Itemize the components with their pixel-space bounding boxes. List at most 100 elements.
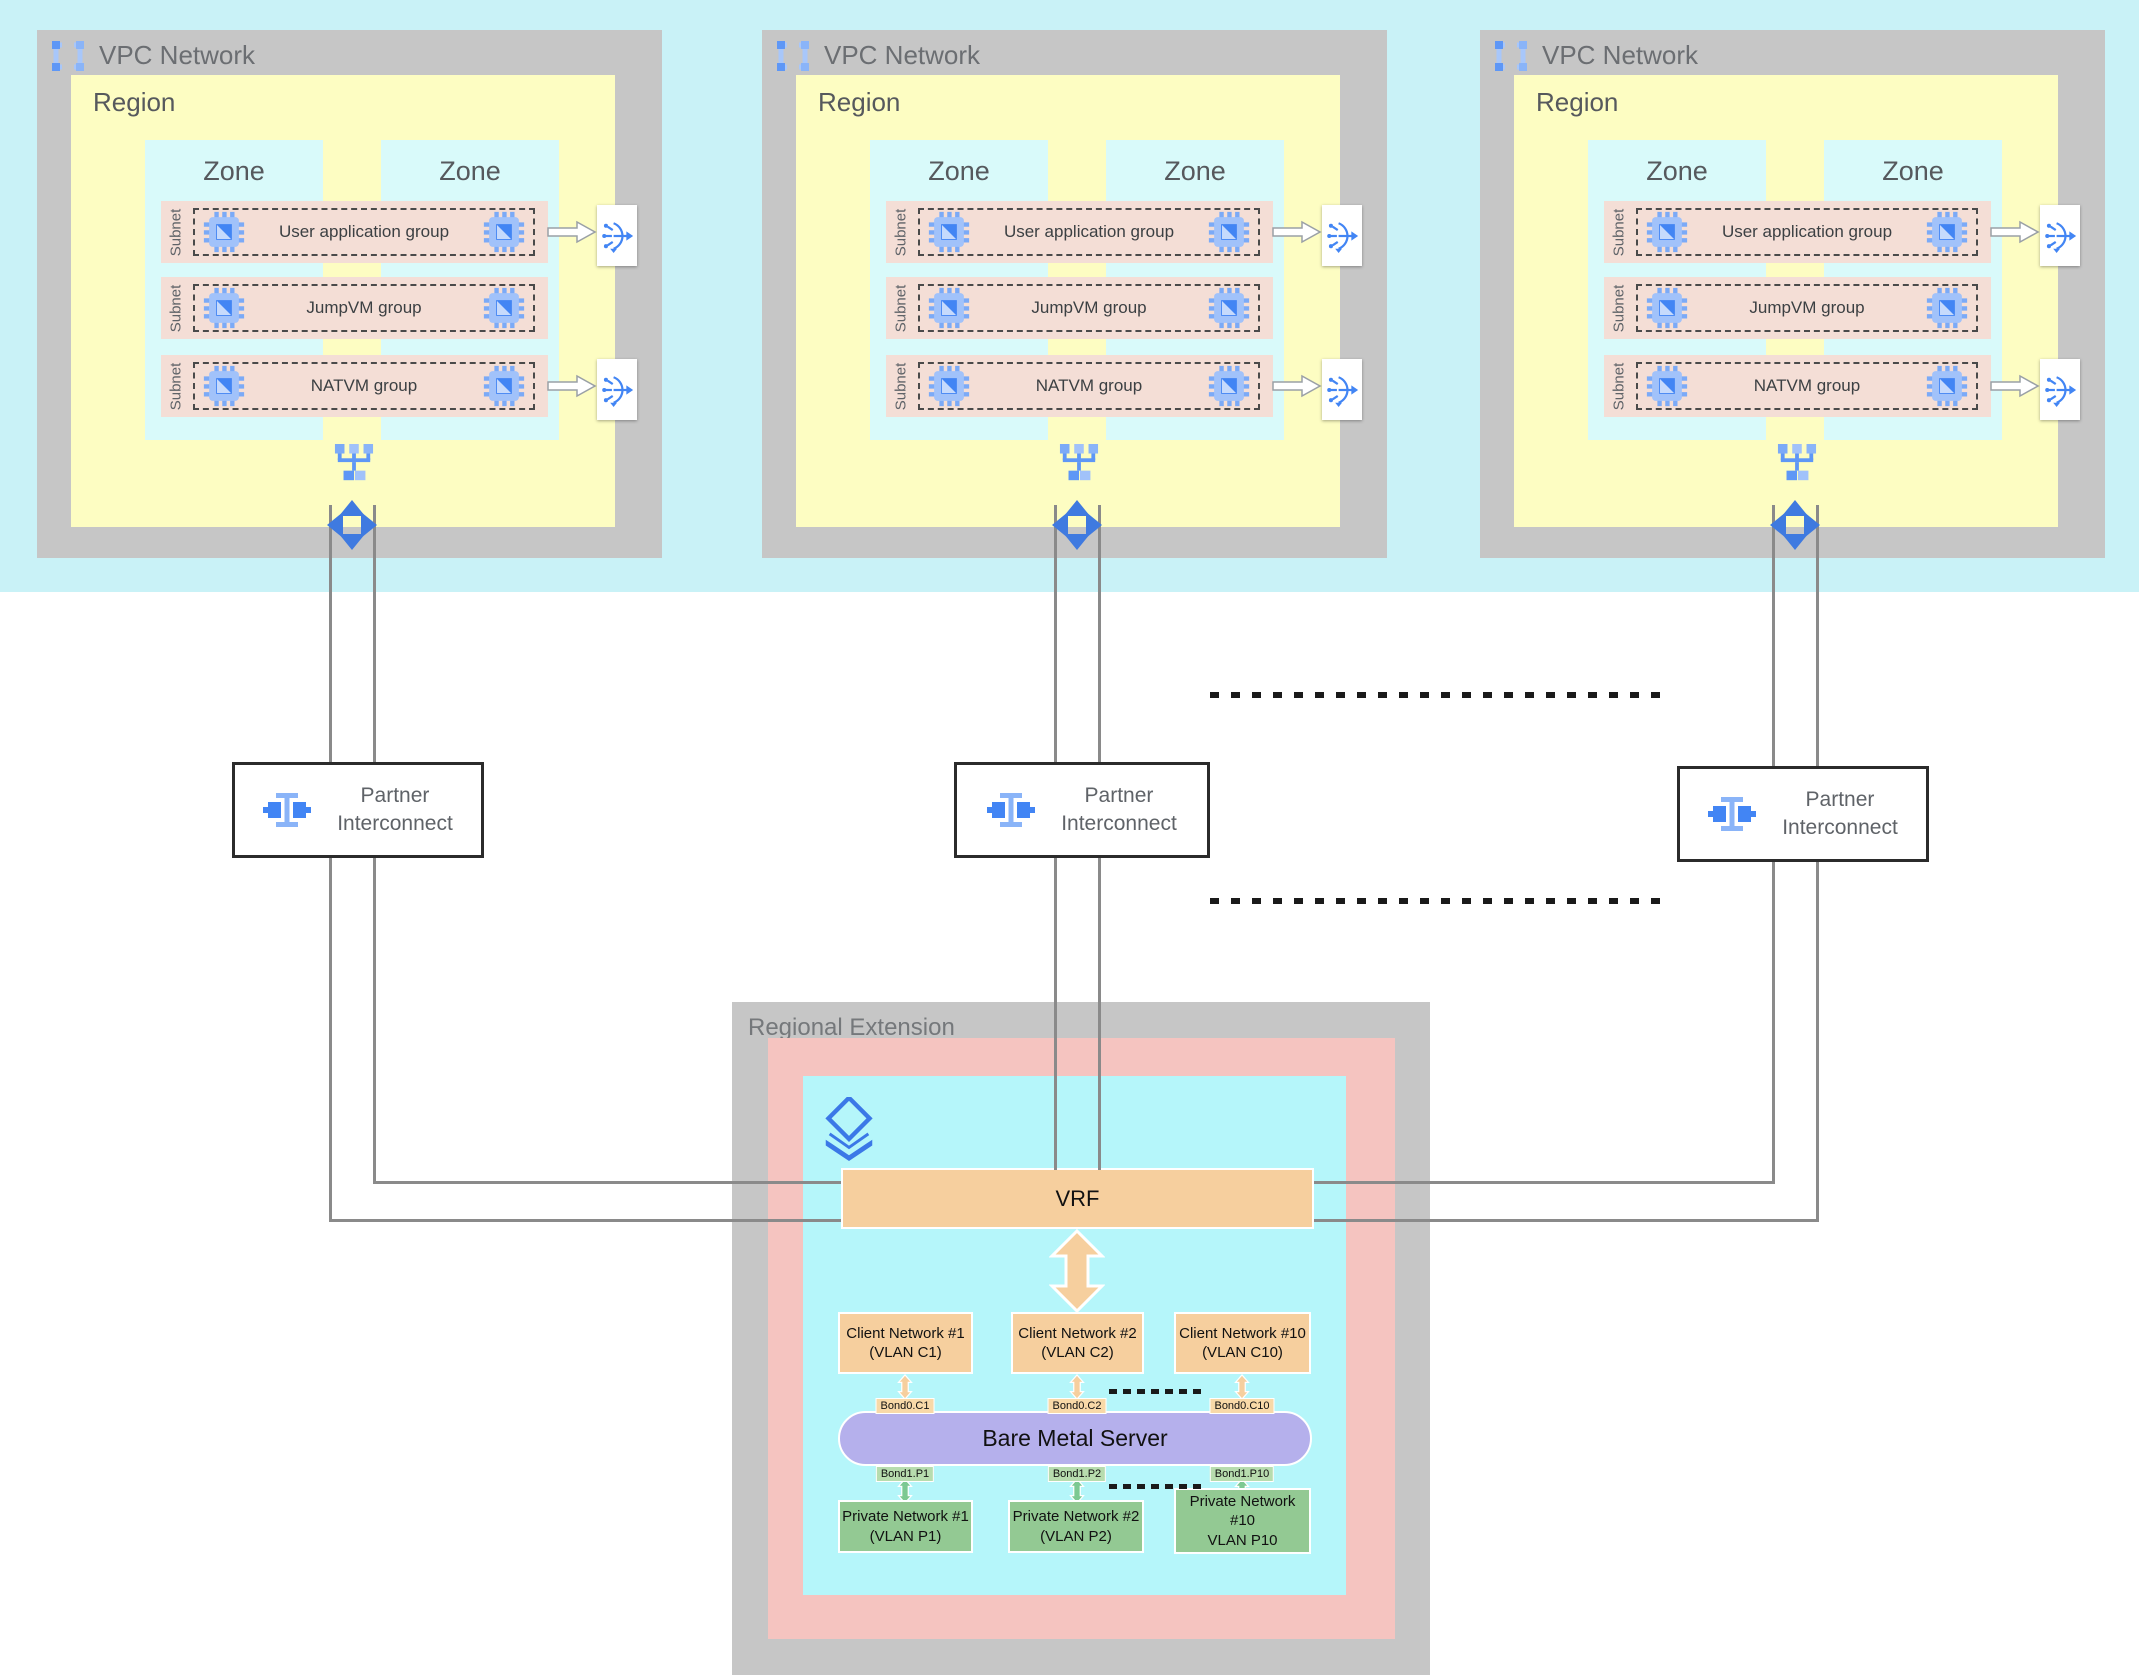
- subnet-label-text: Subnet: [1610, 362, 1628, 410]
- vpc-network-icon: [776, 41, 810, 71]
- client-network-line: (VLAN C1): [869, 1344, 942, 1361]
- subnet-label: Subnet: [161, 277, 191, 339]
- group-label: NATVM group: [1753, 376, 1861, 395]
- regional-extension-inner: VRF Client Network #1 (VLAN C1) Client N…: [768, 1038, 1395, 1639]
- group-label: JumpVM group: [1749, 298, 1865, 317]
- regional-extension-core: VRF Client Network #1 (VLAN C1) Client N…: [803, 1076, 1346, 1595]
- load-balancer-icon: [1325, 219, 1359, 253]
- zone-label: Zone: [439, 156, 501, 186]
- subnet-label-text: Subnet: [892, 284, 910, 332]
- group-label: User application group: [278, 222, 450, 241]
- partner-interconnect-box: Partner Interconnect: [954, 762, 1210, 858]
- instance-group: User application group: [193, 208, 535, 256]
- private-network-line: (VLAN P1): [869, 1527, 942, 1545]
- partner-interconnect-label: Partner Interconnect: [1782, 786, 1898, 843]
- zone-label: Zone: [928, 156, 990, 186]
- vpc-network-icon: [51, 41, 85, 71]
- region-label: Region: [1536, 87, 1619, 117]
- client-network-line: (VLAN C2): [1041, 1344, 1114, 1361]
- client-network-box: Client Network #1 (VLAN C1): [838, 1312, 973, 1374]
- group-label: NATVM group: [1035, 376, 1143, 395]
- arrow-to-lb-icon: [1990, 220, 2040, 244]
- partner-interconnect-box: Partner Interconnect: [1677, 766, 1929, 862]
- client-network-line: Client Network #10: [1179, 1324, 1306, 1342]
- vm-icon: [1646, 211, 1688, 253]
- vm-icon: [1208, 287, 1250, 329]
- zone-label: Zone: [1882, 156, 1944, 186]
- instance-group: NATVM group: [1636, 362, 1978, 410]
- group-label: JumpVM group: [306, 298, 422, 317]
- vm-icon: [1926, 211, 1968, 253]
- partner-interconnect-label: Partner Interconnect: [1061, 782, 1177, 839]
- regional-extension-title: Regional Extension: [748, 1014, 955, 1041]
- subnet-label-text: Subnet: [892, 362, 910, 410]
- routes-icon: [1051, 499, 1103, 551]
- vm-icon: [483, 287, 525, 329]
- connector-line: [373, 1181, 841, 1184]
- subnet-label-text: Subnet: [167, 362, 185, 410]
- vm-icon: [203, 287, 245, 329]
- private-network-box: Private Network #2 (VLAN P2): [1008, 1500, 1144, 1553]
- instance-group: NATVM group: [193, 362, 535, 410]
- vpc-title: VPC Network: [99, 40, 256, 70]
- subnet-label-text: Subnet: [1610, 284, 1628, 332]
- vpc-network-box: VPC Network Region Zone Zone Subnet User…: [762, 30, 1387, 558]
- subnet-label: Subnet: [161, 201, 191, 263]
- client-network-line: Client Network #2: [1018, 1324, 1137, 1342]
- vpc-network-box: VPC Network Region Zone Zone Subnet User…: [37, 30, 662, 558]
- arrow-to-lb-icon: [547, 220, 597, 244]
- vm-icon: [483, 365, 525, 407]
- instance-group: User application group: [1636, 208, 1978, 256]
- subnet-row: Subnet User application group: [886, 201, 1273, 263]
- vm-icon: [203, 211, 245, 253]
- private-network-box: Private Network #1 (VLAN P1): [838, 1500, 973, 1553]
- client-network-line: Client Network #1: [846, 1324, 965, 1342]
- instance-group: User application group: [918, 208, 1260, 256]
- subnet-label: Subnet: [1604, 355, 1634, 417]
- pi-label-line2: Interconnect: [1061, 812, 1177, 835]
- load-balancer-icon: [600, 373, 634, 407]
- subnet-label-text: Subnet: [1610, 208, 1628, 256]
- bond-label: Bond1.P1: [875, 1466, 935, 1482]
- private-network-line: Private Network #1: [842, 1508, 969, 1525]
- private-network-box: Private Network #10 VLAN P10: [1174, 1488, 1311, 1554]
- subnet-label: Subnet: [886, 201, 916, 263]
- subnet-row: Subnet JumpVM group: [161, 277, 548, 339]
- vm-icon: [928, 365, 970, 407]
- subnet-row: Subnet User application group: [1604, 201, 1991, 263]
- group-label: User application group: [1721, 222, 1893, 241]
- subnet-row: Subnet NATVM group: [1604, 355, 1991, 417]
- bond-arrow-icon: [1234, 1374, 1250, 1400]
- partner-interconnect-box: Partner Interconnect: [232, 762, 484, 858]
- vrf-bar: VRF: [841, 1168, 1314, 1229]
- pi-label-line1: Partner: [360, 783, 430, 807]
- subnet-label: Subnet: [1604, 201, 1634, 263]
- subnet-label: Subnet: [886, 277, 916, 339]
- private-network-line: #10: [1229, 1512, 1256, 1530]
- pi-label-line2: Interconnect: [337, 812, 453, 835]
- subnet-row: Subnet User application group: [161, 201, 548, 263]
- subnet-row: Subnet JumpVM group: [886, 277, 1273, 339]
- instance-group: JumpVM group: [1636, 284, 1978, 332]
- bond-label: Bond0.C10: [1209, 1398, 1275, 1414]
- partner-interconnect-icon: [1708, 790, 1756, 838]
- partner-interconnect-icon: [987, 786, 1035, 834]
- load-balancer-icon: [2043, 373, 2077, 407]
- vm-icon: [203, 365, 245, 407]
- vpc-network-box: VPC Network Region Zone Zone Subnet User…: [1480, 30, 2105, 558]
- client-network-box: Client Network #2 (VLAN C2): [1011, 1312, 1144, 1374]
- subnet-label-text: Subnet: [167, 284, 185, 332]
- arrow-to-lb-icon: [1272, 220, 1322, 244]
- subnet-label-text: Subnet: [167, 208, 185, 256]
- vm-icon: [1926, 365, 1968, 407]
- load-balancer-box: [2040, 359, 2080, 420]
- routes-icon: [1769, 499, 1821, 551]
- network-icon: [333, 444, 375, 484]
- pi-label-line2: Interconnect: [1782, 816, 1898, 839]
- client-network-line: (VLAN C10): [1202, 1344, 1283, 1361]
- instance-group: JumpVM group: [193, 284, 535, 332]
- subnet-row: Subnet NATVM group: [161, 355, 548, 417]
- bond-label: Bond1.P10: [1209, 1466, 1275, 1482]
- private-network-line: VLAN P10: [1207, 1531, 1278, 1549]
